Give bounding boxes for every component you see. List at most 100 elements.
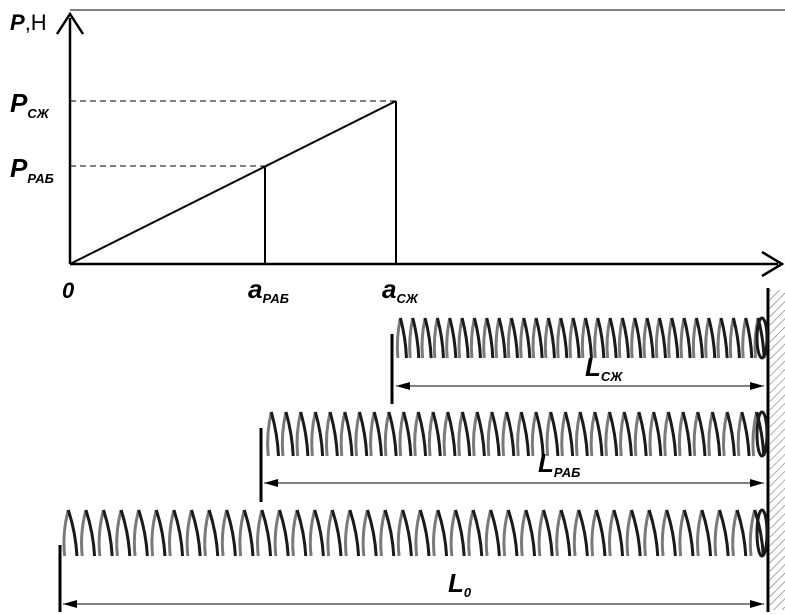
spring-free (62, 508, 769, 558)
spring-coil-back (62, 509, 70, 557)
spring-coil-front (278, 509, 290, 557)
spring-coil-front (431, 411, 442, 457)
spring-coil-back (568, 317, 575, 359)
spring-coil-back (589, 411, 597, 457)
spring-coil-front (387, 411, 398, 457)
spring-coil-back (379, 509, 387, 557)
spring-coil-front (534, 411, 545, 457)
spring-coil-front (696, 411, 707, 457)
spring-coil-front (577, 509, 589, 557)
spring-coil-front (461, 411, 472, 457)
spring-coil-back (516, 411, 523, 457)
spring-coil-front (594, 509, 607, 557)
spring-coil-back (643, 509, 651, 557)
spring-coil-back (449, 509, 457, 557)
x-tick-a-szh: aСЖ (382, 274, 419, 306)
spring-coil-back (696, 509, 704, 557)
spring-coil-back (442, 411, 450, 457)
y-tick-p-rab: PРАБ (10, 153, 54, 186)
spring-coil-back (115, 509, 123, 557)
spring-coil-back (344, 509, 352, 557)
spring-coil-front (725, 411, 736, 457)
spring-coil-back (494, 317, 501, 359)
spring-coil-back (457, 411, 464, 457)
spring-coil-front (448, 317, 458, 359)
spring-coil-back (482, 317, 489, 359)
spring-coil-front (313, 509, 325, 557)
spring-coil-front (630, 509, 642, 557)
spring-coil-back (520, 509, 528, 557)
spring-coil-back (531, 317, 538, 359)
spring-coil-front (372, 411, 383, 457)
spring-coil-back (484, 509, 493, 557)
spring-coil-back (339, 411, 347, 457)
spring-coil-front (172, 509, 185, 557)
spring-coil-back (590, 509, 598, 557)
spring-coil-back (663, 411, 670, 457)
spring-coil-back (310, 411, 317, 457)
spring-coil-front (645, 317, 655, 359)
spring-coil-front (652, 411, 663, 457)
spring-coil-front (119, 509, 132, 557)
spring-coil-back (619, 411, 626, 457)
spring-coil-front (402, 411, 413, 457)
spring-coil-front (682, 509, 695, 557)
spring-coil-front (485, 317, 495, 359)
spring-coil-back (713, 509, 721, 557)
spring-coil-back (97, 509, 105, 557)
spring-coil-front (707, 317, 717, 359)
spring-coil-front (102, 509, 114, 557)
spring-coil-front (401, 509, 413, 557)
spring-coil-back (467, 509, 475, 557)
spring-coil-back (560, 411, 567, 457)
spring-coil-back (472, 411, 479, 457)
spring-coil-back (625, 509, 633, 557)
spring-coil-back (731, 509, 739, 557)
spring-coil-front (665, 509, 677, 557)
fixed-wall (766, 288, 785, 612)
spring-coil-front (418, 509, 431, 557)
spring-coil-back (420, 317, 427, 359)
spring-coil-front (753, 509, 765, 557)
spring-coil-back (537, 509, 545, 557)
spring-coil-back (716, 317, 723, 359)
spring-coil-back (617, 317, 624, 359)
spring-coil-back (722, 411, 729, 457)
spring-coil-back (741, 317, 748, 359)
spring-coil-back (633, 411, 641, 457)
spring-coil-back (691, 317, 698, 359)
spring-coil-front (647, 509, 660, 557)
spring-coil-back (238, 509, 246, 557)
spring-coil-back (203, 509, 211, 557)
spring-coil-back (132, 509, 141, 557)
x-tick-a-rab: aРАБ (248, 274, 289, 306)
spring-coil-back (413, 411, 420, 457)
label-l-szh: LСЖ (585, 352, 623, 384)
spring-coil-front (328, 411, 339, 457)
spring-coil-back (291, 509, 299, 557)
spring-coil-back (168, 509, 176, 557)
spring-coil-back (556, 317, 563, 359)
spring-coil-back (469, 317, 476, 359)
spring-coil-back (630, 317, 637, 359)
spring-coil-back (220, 509, 229, 557)
spring-coil-front (84, 509, 97, 557)
spring-coil-front (313, 411, 325, 457)
spring-coil-back (654, 317, 661, 359)
spring-end-loop (755, 410, 769, 458)
spring-coil-front (416, 411, 428, 457)
spring-coil-back (608, 509, 616, 557)
spring-coil-back (185, 509, 193, 557)
spring-coil-back (530, 411, 538, 457)
spring-coil-front (731, 317, 741, 359)
spring-coil-front (398, 317, 408, 359)
spring-coil-front (330, 509, 343, 557)
spring-coil-front (700, 509, 713, 557)
spring-coil-front (519, 411, 530, 457)
spring-coil-front (559, 509, 572, 557)
spring-coil-front (446, 411, 457, 457)
spring-coil-front (242, 509, 255, 557)
spring-coil-back (679, 317, 686, 359)
spring-coil-front (225, 509, 237, 557)
